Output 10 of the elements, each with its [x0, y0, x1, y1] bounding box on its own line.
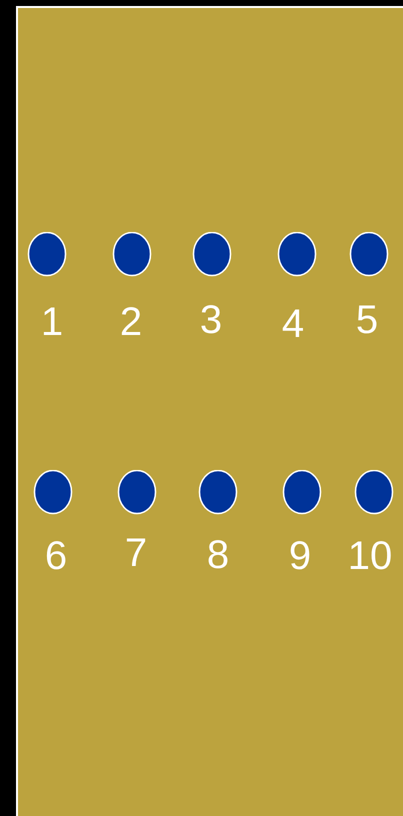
callout-number: 10 — [346, 534, 394, 578]
callout-number: 4 — [280, 302, 306, 346]
callout-number: 9 — [288, 534, 312, 578]
callout-number: 5 — [354, 298, 380, 342]
callout-number: 2 — [118, 300, 144, 344]
callout-number: 8 — [206, 533, 230, 577]
callout-number: 3 — [198, 298, 224, 342]
callout-number: 6 — [44, 534, 68, 578]
callout-number: 1 — [40, 300, 64, 344]
callout-number: 7 — [124, 531, 148, 575]
